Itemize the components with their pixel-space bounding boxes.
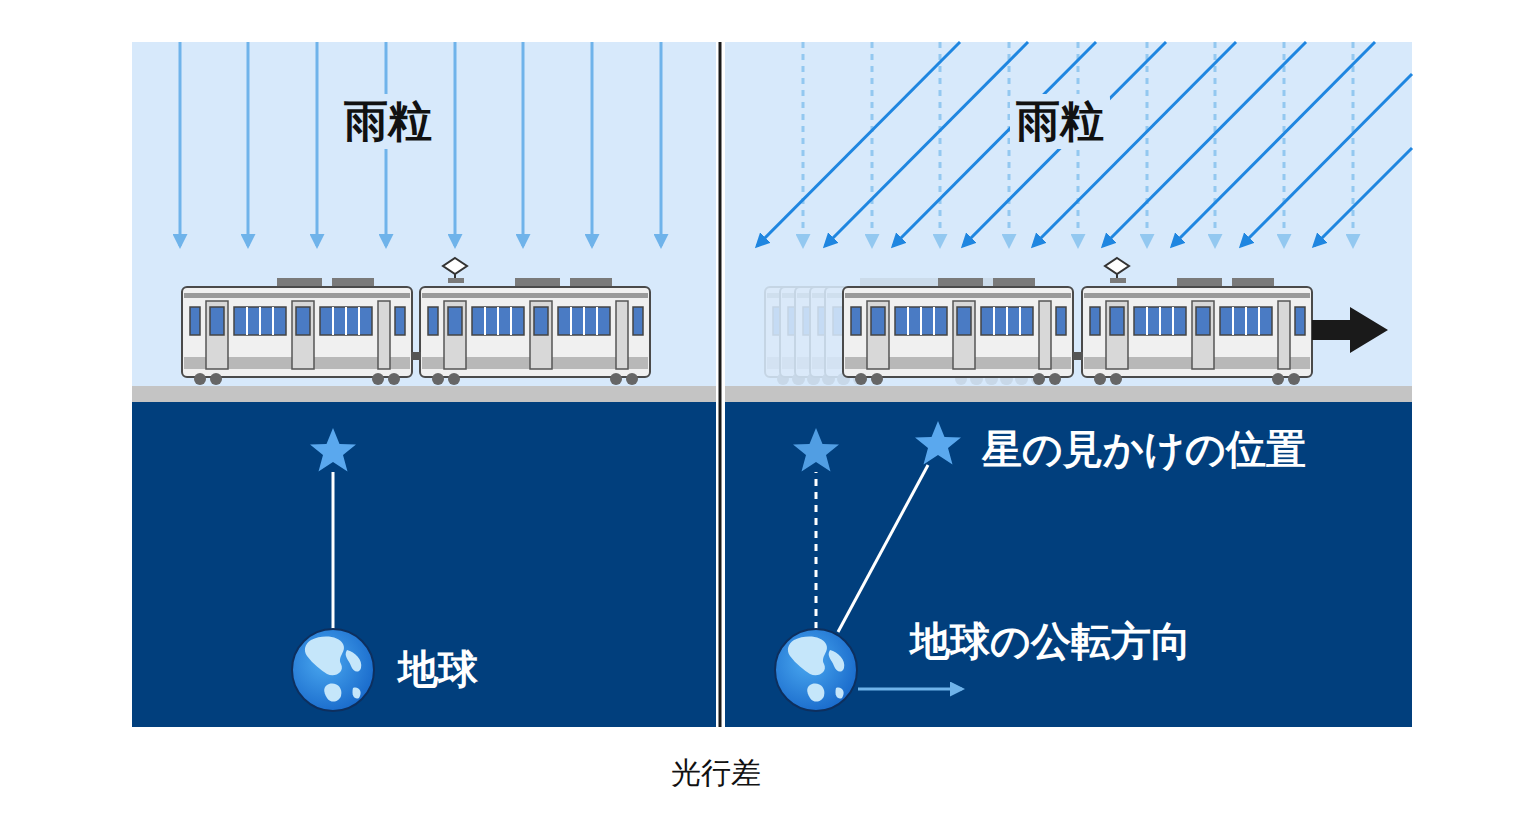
rain-label: 雨粒 [338, 94, 438, 149]
right-sky [775, 421, 962, 711]
train-moving [765, 258, 1388, 385]
rain-label: 雨粒 [1010, 94, 1110, 149]
right-panel [725, 42, 1412, 727]
panel-divider [719, 42, 722, 727]
left-panel [132, 42, 716, 727]
orbit-direction-label: 地球の公転方向 [910, 618, 1191, 664]
apparent-star-label: 星の見かけの位置 [982, 426, 1306, 472]
orbit-arrow [858, 688, 962, 691]
motion-arrow [1312, 307, 1388, 353]
rain-diagonal [757, 42, 1412, 246]
rain-vertical [180, 42, 661, 246]
train-stopped [182, 258, 650, 385]
earth-label: 地球 [398, 646, 478, 692]
caption: 光行差 [671, 756, 761, 791]
left-sky [292, 428, 374, 711]
